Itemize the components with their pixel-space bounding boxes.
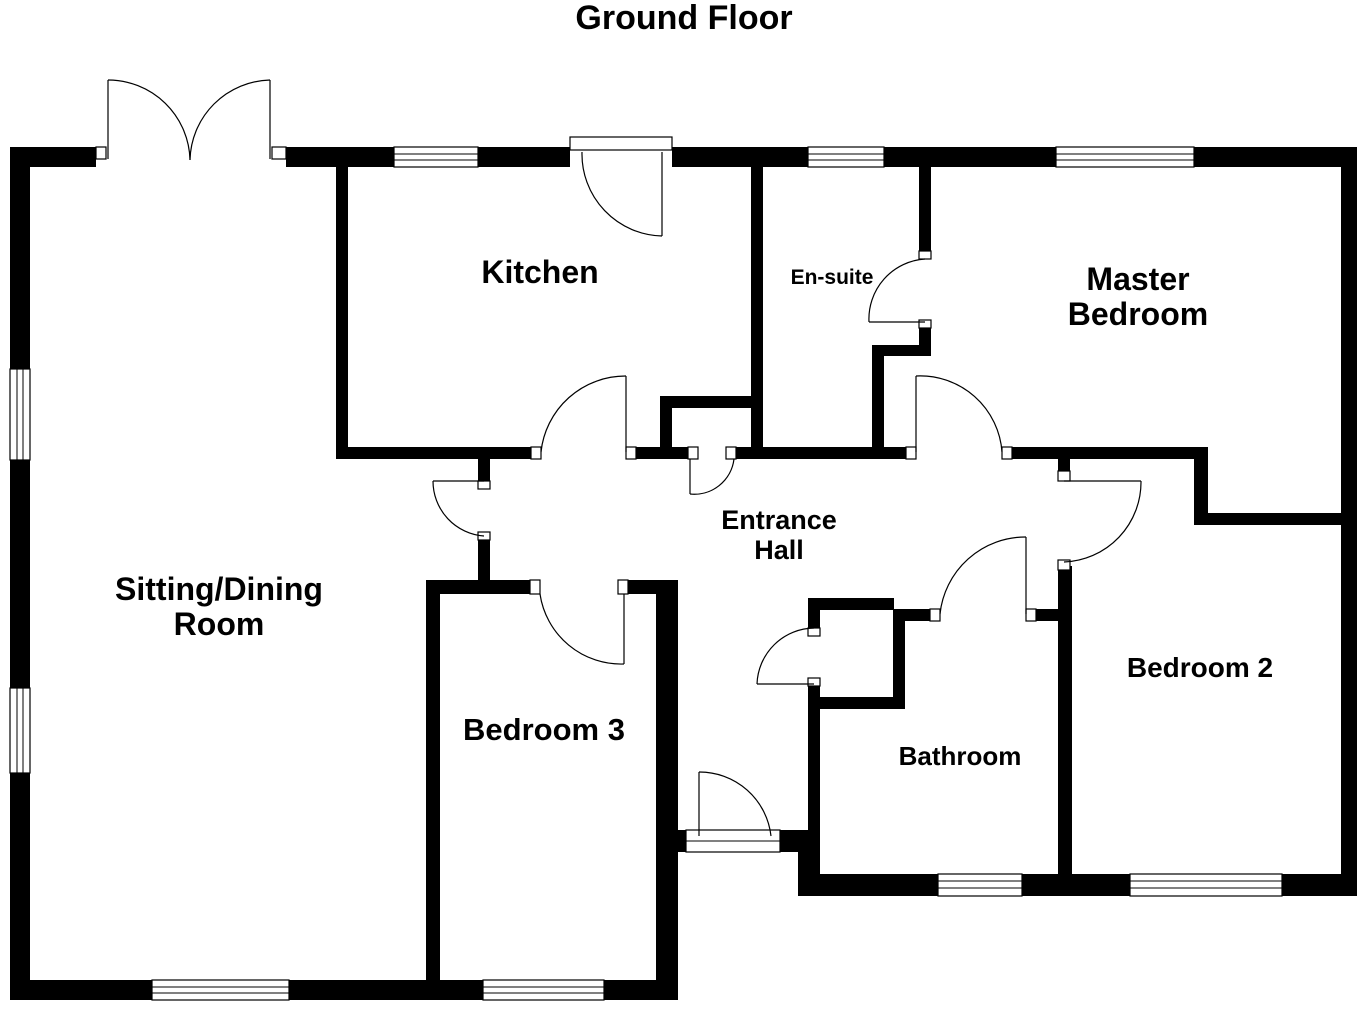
window-bedroom2 <box>1129 873 1283 897</box>
window-ensuite <box>807 146 885 168</box>
room-label-bedroom2: Bedroom 2 <box>1127 652 1273 683</box>
wall-sit-partition-top <box>478 459 490 481</box>
room-label-kitchen: Kitchen <box>481 254 598 290</box>
wall-top-1 <box>10 147 96 167</box>
door-cupboard <box>687 446 737 495</box>
wall-bed3-left <box>426 580 440 1000</box>
wall-bottom-6 <box>1282 874 1357 896</box>
wall-master-notch-h <box>1194 513 1357 525</box>
wall-ensuite-right-upper <box>919 167 931 251</box>
window-bathroom <box>937 873 1023 897</box>
window-sitting-bottom <box>151 979 290 1001</box>
wall-master-bottom-1 <box>1012 447 1208 459</box>
wall-cupboard-top <box>660 396 755 408</box>
wall-bath-cup-bottom <box>808 697 905 709</box>
window-master <box>1055 146 1195 168</box>
room-label-ensuite: En-suite <box>791 266 874 289</box>
room-label-hall-line1: Entrance <box>721 505 837 535</box>
walls <box>10 147 1357 1000</box>
wall-top-2 <box>286 147 394 167</box>
wall-bed2-left <box>1058 566 1072 896</box>
wall-bottom-5 <box>1022 874 1130 896</box>
door-sitting <box>432 480 491 541</box>
wall-sit-partition-mid <box>478 540 490 590</box>
front-door-threshold <box>685 829 781 853</box>
wall-bath-top-right <box>1036 609 1072 621</box>
wall-master-notch-v <box>1194 447 1208 525</box>
door-front <box>698 771 772 837</box>
wall-kitchen-left <box>336 167 348 459</box>
windows <box>9 146 1283 1001</box>
door-kitchen-back <box>569 136 673 237</box>
doors <box>95 79 1142 837</box>
wall-bath-left <box>808 697 820 896</box>
wall-top-5 <box>884 147 1056 167</box>
wall-bottom-1 <box>10 980 152 1000</box>
wall-kitchen-bottom-1 <box>336 447 541 459</box>
room-label-hall-line2: Hall <box>754 535 804 565</box>
wall-cup-left-top <box>808 598 820 628</box>
wall-bed3-right <box>656 583 678 1000</box>
wall-cupboard-left <box>660 396 672 459</box>
window-bedroom3 <box>482 979 605 1001</box>
wall-bed2-stub <box>1058 459 1070 471</box>
french-doors <box>95 79 287 161</box>
room-label-master-line1: Master <box>1086 261 1189 297</box>
wall-top-6 <box>1194 147 1357 167</box>
wall-kitchen-right <box>751 167 763 459</box>
room-label-bedroom3: Bedroom 3 <box>463 712 625 747</box>
wall-cup-left-bottom <box>808 684 820 704</box>
door-ensuite <box>868 250 932 329</box>
wall-top-3 <box>478 147 570 167</box>
wall-bottom-4 <box>798 874 938 896</box>
door-storage <box>756 627 821 687</box>
window-sitting-left-lower <box>9 687 31 774</box>
room-label-bathroom: Bathroom <box>899 741 1022 771</box>
wall-left-2 <box>10 460 30 688</box>
window-kitchen <box>393 146 479 168</box>
wall-bed3-top-right <box>626 580 678 594</box>
wall-cupboard-bottom-a <box>636 447 688 459</box>
door-bedroom3 <box>529 579 629 665</box>
wall-left-1 <box>10 147 30 369</box>
plan-title: Ground Floor <box>575 0 792 37</box>
wall-bed3-top-left <box>426 580 540 594</box>
door-bedroom2 <box>1057 470 1142 571</box>
wall-ensuite-jog-h <box>872 345 931 356</box>
room-label-sitting-line1: Sitting/Dining <box>115 571 323 607</box>
wall-bath-cup-right <box>893 609 905 709</box>
wall-top-4 <box>672 147 808 167</box>
room-label-sitting-line2: Room <box>174 606 265 642</box>
wall-left-3 <box>10 773 30 1000</box>
room-label-master-line2: Bedroom <box>1068 296 1208 332</box>
wall-ensuite-jog-v <box>872 345 884 459</box>
wall-ensuite-bottom <box>751 447 911 459</box>
door-master <box>905 375 1013 460</box>
door-kitchen <box>530 375 637 460</box>
wall-cup-top <box>808 598 894 610</box>
wall-bottom-2 <box>289 980 483 1000</box>
wall-entry-left <box>656 830 686 852</box>
door-bathroom <box>929 536 1037 622</box>
window-sitting-left-upper <box>9 368 31 461</box>
